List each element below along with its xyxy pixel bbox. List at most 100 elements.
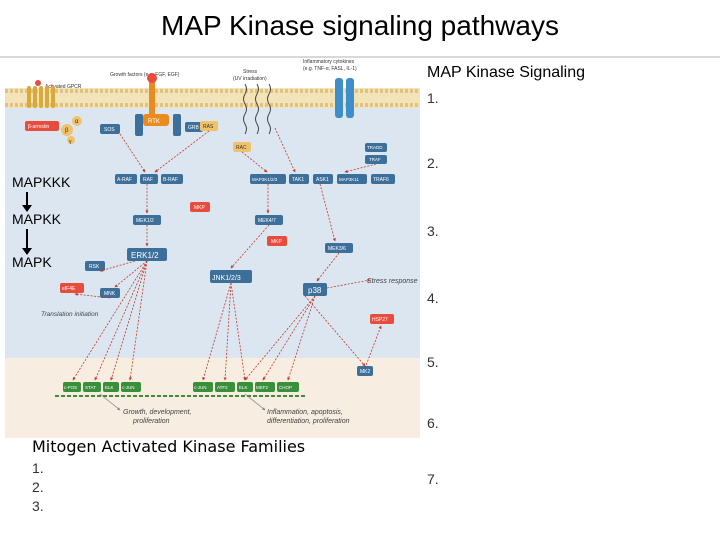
p38-box: p38 bbox=[303, 283, 327, 296]
family-item-2: 2. bbox=[32, 479, 44, 495]
eif4e-label: eIF4E bbox=[62, 286, 76, 292]
mek36-label: MEK3/6 bbox=[328, 246, 346, 252]
mkp2-label: MKP bbox=[271, 239, 283, 245]
tf-elk-label: ELK bbox=[105, 385, 114, 390]
signaling-item-4: 4. bbox=[427, 290, 439, 306]
signaling-item-7: 7. bbox=[427, 471, 439, 487]
signaling-item-1: 1. bbox=[427, 90, 439, 106]
jnk-label: JNK1/2/3 bbox=[212, 275, 241, 282]
slide-title: MAP Kinase signaling pathways bbox=[161, 10, 559, 41]
differentiation-outcome-label: differentiation, proliferation bbox=[267, 418, 350, 425]
tf-cjun2-label: c-JUN bbox=[194, 385, 207, 390]
raf-label: RAF bbox=[143, 177, 153, 183]
map-kinase-signaling-heading: MAP Kinase Signaling bbox=[427, 64, 586, 81]
eif4e-box: eIF4E bbox=[60, 283, 84, 293]
map3k-label: MAP3K1/2/3 bbox=[252, 177, 278, 182]
stress-response-label: Stress response bbox=[367, 278, 418, 285]
rtk-receptor: RTK bbox=[143, 73, 169, 126]
cytokines-eg-label: (e.g. TNF-α, FASL, IL-1) bbox=[303, 66, 357, 72]
outcome-arrows bbox=[99, 393, 266, 411]
rtk-label: RTK bbox=[148, 119, 160, 125]
activated-gpcr-label: Activated GPCR bbox=[45, 84, 82, 90]
family-item-3: 3. bbox=[32, 498, 44, 514]
translation-label: Translation initiation bbox=[41, 311, 99, 318]
b-arrestin-box: β-arrestin bbox=[25, 121, 59, 131]
transcription-factors: c-FOS STAT ELK c-JUN c-JUN ATF2 ELK MEF2… bbox=[63, 382, 299, 392]
signaling-item-6: 6. bbox=[427, 415, 439, 431]
tf-atf2-label: ATF2 bbox=[217, 385, 228, 390]
mapkk-to-mapk-arrow bbox=[22, 229, 32, 255]
tf-cfos-label: c-FOS bbox=[64, 385, 77, 390]
p38-label: p38 bbox=[308, 286, 322, 295]
map3k-box: MAP3K1/2/3 bbox=[250, 174, 286, 184]
mek12-box: MEK1/2 bbox=[133, 215, 161, 225]
signaling-item-2: 2. bbox=[427, 155, 439, 171]
raf-box: RAF bbox=[140, 174, 158, 184]
mkp2-box: MKP bbox=[267, 236, 287, 246]
tf-chop-label: CHOP bbox=[279, 385, 292, 390]
erk12-label: ERK1/2 bbox=[131, 251, 159, 260]
pathway-arrows bbox=[72, 127, 382, 381]
b-arrestin-label: β-arrestin bbox=[28, 124, 49, 130]
tak1-label: TAK1 bbox=[292, 177, 304, 183]
g-protein: β α γ bbox=[61, 116, 82, 145]
gpcr-receptor bbox=[27, 80, 55, 108]
map-kinase-diagram: Activated GPCR Growth factors (e.g. FGF,… bbox=[5, 58, 420, 438]
nucleus bbox=[5, 358, 420, 438]
traf-box: TRAF bbox=[365, 155, 387, 164]
sos-label: SOS bbox=[104, 127, 115, 133]
mapkkk-label: MAPKKK bbox=[12, 174, 71, 190]
signaling-item-5: 5. bbox=[427, 354, 439, 370]
stress-label: Stress bbox=[243, 69, 258, 75]
a-raf-box: A-RAF bbox=[115, 174, 137, 184]
ask1-box: ASK1 bbox=[313, 174, 333, 184]
gamma-label: γ bbox=[69, 139, 72, 145]
mapk-label: MAPK bbox=[12, 254, 52, 270]
mk2-label: MK2 bbox=[360, 369, 371, 375]
tf-mef2-label: MEF2 bbox=[256, 385, 268, 390]
cytokine-receptor bbox=[335, 78, 354, 118]
mk2-box: MK2 bbox=[357, 366, 373, 376]
mek47-box: MEK4/7 bbox=[255, 215, 283, 225]
tak1-box: TAK1 bbox=[289, 174, 309, 184]
rsk-label: RSK bbox=[89, 264, 100, 270]
families-heading: Mitogen Activated Kinase Families bbox=[32, 437, 306, 456]
rac-box: RAC bbox=[233, 142, 251, 152]
map3k11-label: MAP3K11 bbox=[339, 177, 359, 182]
grb-label: GRB bbox=[188, 125, 200, 131]
ask1-label: ASK1 bbox=[316, 177, 329, 183]
mkp-box: MKP bbox=[190, 202, 210, 212]
rsk-box: RSK bbox=[85, 261, 105, 271]
beta-label: β bbox=[65, 128, 69, 134]
uv-waves bbox=[243, 83, 271, 135]
translation-label-group: Translation initiation bbox=[41, 311, 99, 318]
map3k11-box: MAP3K11 bbox=[337, 174, 367, 184]
mek12-label: MEK1/2 bbox=[136, 218, 154, 224]
mnk-label: MNK bbox=[104, 291, 116, 297]
stress-uv-label: (UV irradiation) bbox=[233, 76, 267, 82]
traf-label: TRAF bbox=[369, 157, 381, 162]
rac-label: RAC bbox=[236, 145, 247, 151]
cytoplasm bbox=[5, 108, 420, 358]
cytokines-label: Inflammatory cytokines bbox=[303, 59, 355, 65]
tf-cjun-label: c-JUN bbox=[122, 385, 135, 390]
family-item-1: 1. bbox=[32, 460, 44, 476]
proliferation-outcome-label: proliferation bbox=[132, 418, 170, 425]
hsp27-box: HSP27 bbox=[370, 314, 394, 324]
mek47-label: MEK4/7 bbox=[258, 218, 276, 224]
growth-outcome-label: Growth, development, bbox=[123, 409, 192, 416]
ras-box: RAS bbox=[200, 121, 218, 131]
mapkkk-to-mapkk-arrow bbox=[22, 192, 32, 212]
title-bar: MAP Kinase signaling pathways bbox=[0, 0, 720, 58]
grb-box: GRB bbox=[185, 122, 203, 132]
b-raf-box: B-RAF bbox=[161, 174, 183, 184]
tf-elk2-label: ELK bbox=[239, 385, 248, 390]
stress-response-label-group: Stress response bbox=[367, 278, 418, 285]
mnk-box: MNK bbox=[100, 288, 120, 298]
mapkk-label: MAPKK bbox=[12, 211, 62, 227]
traf6-label: TRAF6 bbox=[373, 177, 389, 183]
erk12-box: ERK1/2 bbox=[127, 248, 167, 261]
tradd-box: TRADD bbox=[365, 143, 387, 152]
ras-label: RAS bbox=[203, 124, 214, 130]
hsp27-label: HSP27 bbox=[372, 317, 388, 323]
